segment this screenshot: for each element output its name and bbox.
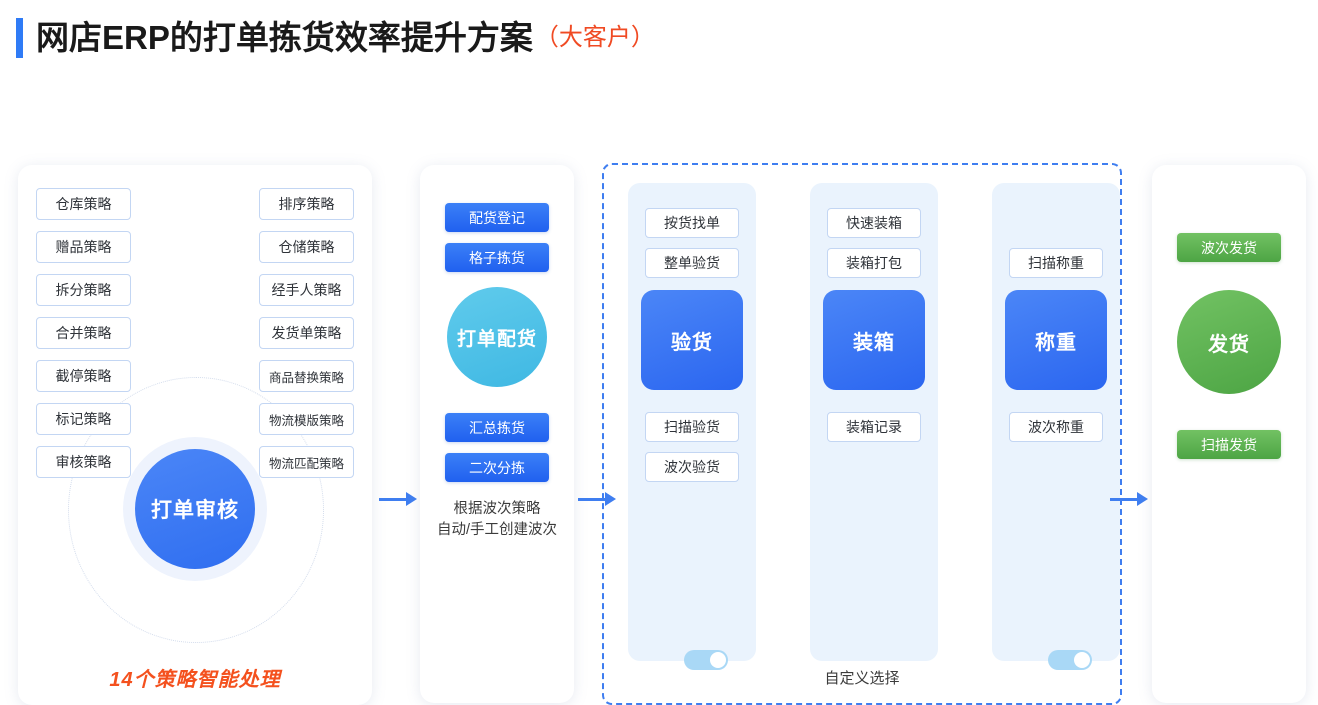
strategy-item[interactable]: 合并策略 (36, 317, 131, 349)
strategy-panel-caption: 14个策略智能处理 (109, 669, 281, 691)
strategy-item[interactable]: 仓库策略 (36, 188, 131, 220)
strategy-item[interactable]: 排序策略 (259, 188, 354, 220)
arrow-head (1137, 492, 1148, 506)
wave-caption-line2: 自动/手工创建波次 (436, 522, 558, 538)
step-chip-top[interactable]: 装箱打包 (827, 248, 921, 278)
arrow-right-icon (578, 492, 616, 506)
toggle-knob (710, 652, 726, 668)
title-suffix-text: （大客户） (534, 24, 655, 51)
wave-caption-line1: 根据波次策略 (453, 501, 541, 517)
arrow-right-icon (379, 492, 417, 506)
arrow-head (605, 492, 616, 506)
title-accent-bar (16, 18, 23, 58)
step-chip-bottom[interactable]: 波次称重 (1009, 412, 1103, 442)
panel-wave-picking: 配货登记 格子拣货 打单配货 汇总拣货 二次分拣 根据波次策略 自动/手工创建波… (420, 165, 574, 703)
page-title: 网店ERP的打单拣货效率提升方案 （大客户） (16, 16, 655, 60)
arrow-shaft (578, 497, 605, 501)
strategy-item[interactable]: 商品替换策略 (259, 360, 354, 392)
strategy-item[interactable]: 截停策略 (36, 360, 131, 392)
hub-circle-picking[interactable]: 打单配货 (447, 287, 547, 387)
step-chip-top[interactable]: 按货找单 (645, 208, 739, 238)
arrow-head (406, 492, 417, 506)
ship-button-top[interactable]: 波次发货 (1177, 233, 1281, 262)
ship-inner: 波次发货 发货 扫描发货 (1152, 165, 1306, 703)
wave-panel-caption: 根据波次策略 自动/手工创建波次 (420, 499, 574, 541)
step-chip-top[interactable]: 整单验货 (645, 248, 739, 278)
strategy-item[interactable]: 经手人策略 (259, 274, 354, 306)
strategy-item[interactable]: 拆分策略 (36, 274, 131, 306)
panel-shipping: 波次发货 发货 扫描发货 (1152, 165, 1306, 703)
title-main-text: 网店ERP的打单拣货效率提升方案 (36, 19, 533, 56)
arrow-shaft (379, 497, 406, 501)
hub-circle-shipping[interactable]: 发货 (1177, 290, 1281, 394)
custom-column-packing: 快速装箱 装箱打包 装箱 装箱记录 (810, 183, 938, 661)
ship-button-bottom[interactable]: 扫描发货 (1177, 430, 1281, 459)
step-core-packing[interactable]: 装箱 (823, 290, 925, 390)
arrow-right-icon (1110, 492, 1148, 506)
strategy-item[interactable]: 赠品策略 (36, 231, 131, 263)
custom-column-weighing: 扫描称重 称重 波次称重 (992, 183, 1120, 670)
strategy-item[interactable]: 物流匹配策略 (259, 446, 354, 478)
step-chip-bottom[interactable]: 装箱记录 (827, 412, 921, 442)
hub-circle-audit[interactable]: 打单审核 (135, 449, 255, 569)
strategy-item[interactable]: 标记策略 (36, 403, 131, 435)
strategy-column-right: 排序策略 仓储策略 经手人策略 发货单策略 商品替换策略 物流模版策略 物流匹配… (259, 188, 354, 489)
step-chip-bottom[interactable]: 波次验货 (645, 452, 739, 482)
custom-column-inspection: 按货找单 整单验货 验货 扫描验货 波次验货 (628, 183, 756, 670)
strategy-column-left: 仓库策略 赠品策略 拆分策略 合并策略 截停策略 标记策略 审核策略 (36, 188, 131, 489)
wave-button-bottom[interactable]: 二次分拣 (445, 453, 549, 482)
step-core-weighing[interactable]: 称重 (1005, 290, 1107, 390)
arrow-shaft (1110, 497, 1137, 501)
wave-inner: 配货登记 格子拣货 打单配货 汇总拣货 二次分拣 根据波次策略 自动/手工创建波… (420, 165, 574, 703)
wave-button-top[interactable]: 格子拣货 (445, 243, 549, 272)
custom-panel-caption: 自定义选择 (824, 670, 900, 687)
toggle-knob (1074, 652, 1090, 668)
panel-strategy: 打单审核 仓库策略 赠品策略 拆分策略 合并策略 截停策略 标记策略 审核策略 … (18, 165, 372, 705)
strategy-grid: 打单审核 仓库策略 赠品策略 拆分策略 合并策略 截停策略 标记策略 审核策略 … (18, 165, 372, 705)
strategy-item[interactable]: 发货单策略 (259, 317, 354, 349)
step-chip-bottom[interactable]: 扫描验货 (645, 412, 739, 442)
strategy-item[interactable]: 物流模版策略 (259, 403, 354, 435)
strategy-item[interactable]: 审核策略 (36, 446, 131, 478)
step-chip-top[interactable]: 快速装箱 (827, 208, 921, 238)
process-flow-diagram: 打单审核 仓库策略 赠品策略 拆分策略 合并策略 截停策略 标记策略 审核策略 … (0, 155, 1318, 705)
wave-button-bottom[interactable]: 汇总拣货 (445, 413, 549, 442)
strategy-item[interactable]: 仓储策略 (259, 231, 354, 263)
wave-button-top[interactable]: 配货登记 (445, 203, 549, 232)
panel-custom-steps: 按货找单 整单验货 验货 扫描验货 波次验货 快速装箱 装箱打包 装箱 装箱记录… (602, 163, 1122, 705)
step-core-inspection[interactable]: 验货 (641, 290, 743, 390)
step-chip-top[interactable]: 扫描称重 (1009, 248, 1103, 278)
